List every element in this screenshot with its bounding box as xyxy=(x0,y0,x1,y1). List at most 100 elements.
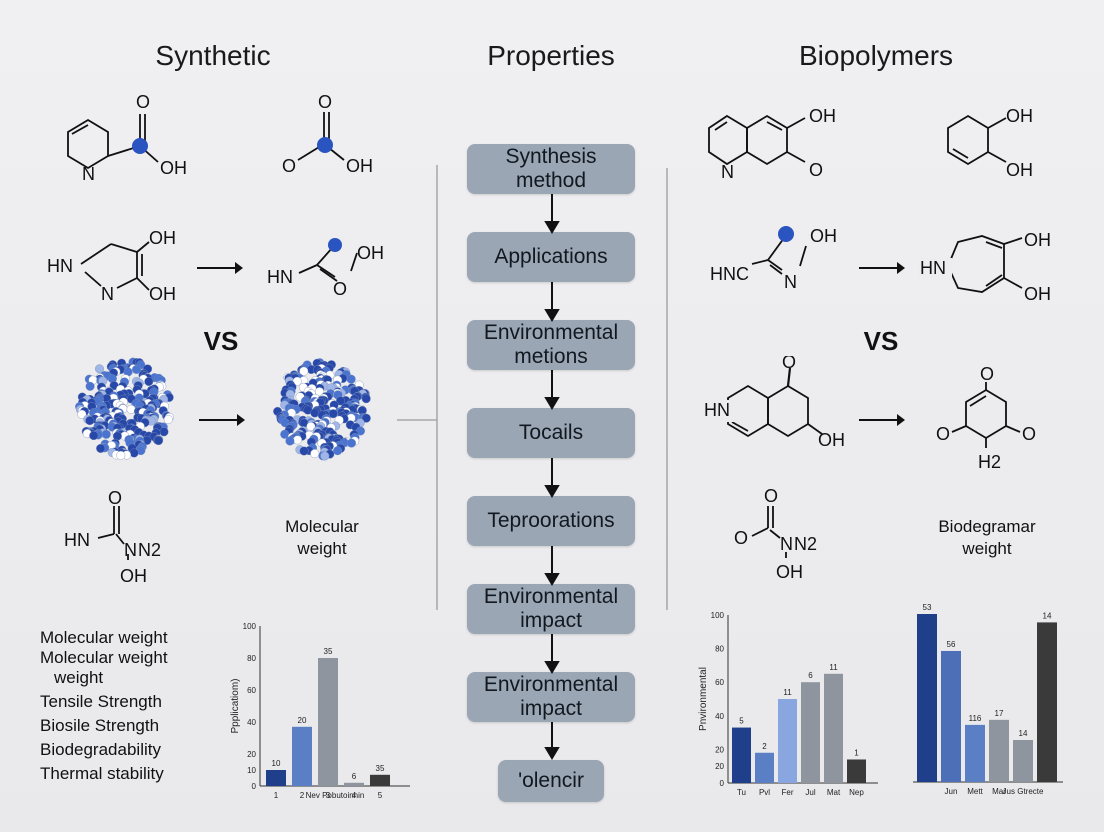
atom-o-right: O xyxy=(1022,424,1036,444)
flow-step-7: Environmental impact xyxy=(467,672,635,722)
arrow-down-icon xyxy=(544,221,560,234)
y-tick-label: 0 xyxy=(252,782,257,791)
vs-label-left: VS xyxy=(203,326,239,356)
particle-sphere xyxy=(159,427,169,437)
atom-o-top: O xyxy=(764,486,778,506)
atom-h2: H2 xyxy=(978,452,1001,472)
bar xyxy=(801,682,820,783)
particle-sphere xyxy=(285,436,295,446)
flow-step-1: Synthesis method xyxy=(467,144,635,194)
arrow-right-icon xyxy=(199,414,245,426)
atom-o-left: O xyxy=(936,424,950,444)
bar-value-label: 17 xyxy=(995,709,1004,718)
atom-n: N xyxy=(101,284,114,304)
x-tick-label: Nep xyxy=(849,788,864,797)
biopolymer-molecule-3: HNC N OH xyxy=(710,226,837,292)
particle-sphere xyxy=(95,364,105,374)
y-tick-label: 20 xyxy=(715,762,724,771)
atom-o: O xyxy=(809,160,823,180)
caption-molecular-weight: Molecular weight xyxy=(285,517,359,558)
particle-sphere xyxy=(310,449,320,459)
bar-value-label: 2 xyxy=(762,742,767,751)
bar xyxy=(1013,740,1033,782)
header-synthetic: Synthetic xyxy=(155,40,271,71)
synthetic-molecule-2: O O OH xyxy=(282,92,373,176)
bar-value-label: 10 xyxy=(272,759,281,768)
vs-label-right: VS xyxy=(863,326,899,356)
atom-hn: HN xyxy=(64,530,90,550)
atom-o-top: O xyxy=(318,92,332,112)
y-axis-label: Pnvironmental xyxy=(698,667,709,731)
bar xyxy=(847,759,866,783)
x-tick-label: Mat xyxy=(827,788,841,797)
x-tick-label: Fer xyxy=(782,788,794,797)
bar xyxy=(266,770,286,786)
atom-n: N xyxy=(82,164,95,184)
atom-oh: OH xyxy=(818,430,845,450)
property-item: Biosile Strength xyxy=(40,716,160,735)
bar xyxy=(755,752,774,783)
bar-value-label: 56 xyxy=(947,640,956,649)
bar xyxy=(732,727,751,783)
y-tick-label: 60 xyxy=(715,678,724,687)
x-tick-label: Jun xyxy=(945,787,958,796)
atom-n2: N2 xyxy=(794,534,817,554)
atom-n: N xyxy=(784,272,797,292)
bar xyxy=(1037,622,1057,782)
y-tick-label: 40 xyxy=(715,712,724,721)
atom-o-top: O xyxy=(980,364,994,384)
particle-sphere xyxy=(144,377,154,387)
arrow-down-icon xyxy=(544,485,560,498)
arrow-down-icon xyxy=(544,747,560,760)
atom-oh: OH xyxy=(160,158,187,178)
x-tick-label: 1 xyxy=(274,791,279,800)
y-tick-label: 20 xyxy=(715,745,724,754)
atom-oh: OH xyxy=(357,243,384,263)
property-item: weight xyxy=(54,668,104,687)
bar-value-label: 6 xyxy=(352,772,357,781)
arrow-down-icon xyxy=(544,309,560,322)
synthetic-molecule-5: O HN N N2 OH xyxy=(64,488,161,586)
y-axis-label: Ppplicatiom) xyxy=(230,678,241,733)
arrow-down-icon xyxy=(544,661,560,674)
atom-oh-2: OH xyxy=(1024,284,1051,304)
atom-o: O xyxy=(136,92,150,112)
bar xyxy=(989,719,1009,782)
synthetic-molecule-1: O OH N xyxy=(67,92,187,184)
x-tick-label: 3 xyxy=(326,791,331,800)
particle-sphere xyxy=(132,364,142,374)
bar xyxy=(965,724,985,782)
particle-sphere xyxy=(89,431,99,441)
header-properties: Properties xyxy=(487,40,615,71)
bar-value-label: 35 xyxy=(324,647,333,656)
y-tick-label: 80 xyxy=(247,654,256,663)
y-tick-label: 10 xyxy=(247,766,256,775)
atom-n: N xyxy=(124,540,137,560)
arrow-down-icon xyxy=(544,573,560,586)
x-tick-label: Jul xyxy=(805,788,815,797)
bar-value-label: 20 xyxy=(298,716,307,725)
atom-hn: HN xyxy=(920,258,946,278)
atom-oh-1: OH xyxy=(149,228,176,248)
biopolymer-molecule-1: N OH O xyxy=(708,106,836,182)
flow-step-4: Tocails xyxy=(467,408,635,458)
bar xyxy=(292,726,312,786)
bar-value-label: 116 xyxy=(969,714,982,723)
bar xyxy=(370,774,390,786)
bar xyxy=(318,658,338,786)
x-tick-label: 2 xyxy=(300,791,305,800)
y-tick-label: 80 xyxy=(715,645,724,654)
particle-sphere xyxy=(346,438,356,448)
atom-n: N xyxy=(780,534,793,554)
property-item: Tensile Strength xyxy=(40,692,162,711)
particle-sphere xyxy=(299,366,309,376)
particle-sphere xyxy=(77,409,87,419)
atom-hnc: HNC xyxy=(710,264,749,284)
bar-value-label: 35 xyxy=(376,764,385,773)
atom-n: N xyxy=(721,162,734,182)
x-tick-label: 5 xyxy=(378,791,383,800)
atom-oh: OH xyxy=(346,156,373,176)
arrow-right-icon xyxy=(859,262,905,274)
